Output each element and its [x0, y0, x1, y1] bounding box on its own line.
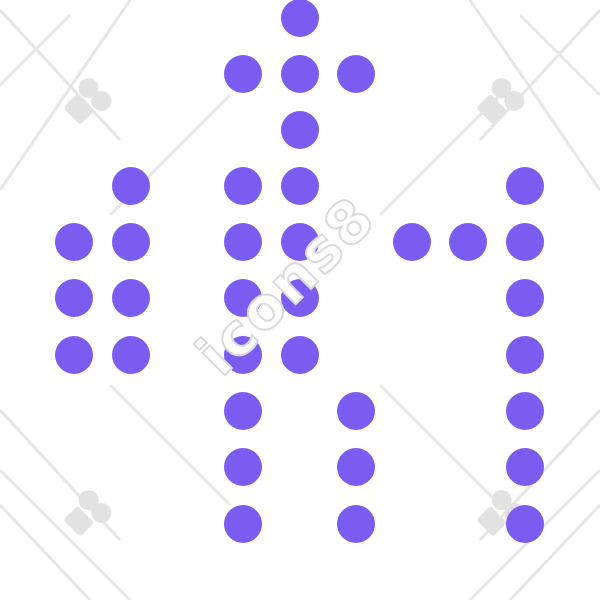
dot	[506, 392, 544, 430]
dot	[112, 279, 150, 317]
dot	[224, 223, 262, 261]
dot	[506, 167, 544, 205]
watermark-logo-icon	[64, 78, 112, 124]
dot	[281, 223, 319, 261]
dot-matrix	[55, 0, 544, 543]
dot	[224, 505, 262, 543]
dot	[55, 279, 93, 317]
dot	[224, 55, 262, 93]
dot	[337, 448, 375, 486]
dot	[281, 55, 319, 93]
dot	[55, 223, 93, 261]
dot	[506, 505, 544, 543]
dot	[506, 336, 544, 374]
dot	[112, 167, 150, 205]
dot	[224, 279, 262, 317]
dot	[281, 336, 319, 374]
dot	[224, 336, 262, 374]
watermark-logo-icon	[64, 490, 112, 536]
dot	[506, 223, 544, 261]
watermark-logo-icon	[477, 78, 525, 124]
dot	[112, 223, 150, 261]
dot	[224, 167, 262, 205]
dot	[281, 167, 319, 205]
dot	[55, 336, 93, 374]
dot	[337, 505, 375, 543]
dot	[506, 448, 544, 486]
dot	[506, 279, 544, 317]
dot	[112, 336, 150, 374]
dot	[224, 448, 262, 486]
dot	[449, 223, 487, 261]
dot	[224, 392, 262, 430]
dot	[281, 111, 319, 149]
dot	[281, 279, 319, 317]
dot	[281, 0, 319, 37]
dot	[337, 392, 375, 430]
dot	[337, 55, 375, 93]
dot	[393, 223, 431, 261]
